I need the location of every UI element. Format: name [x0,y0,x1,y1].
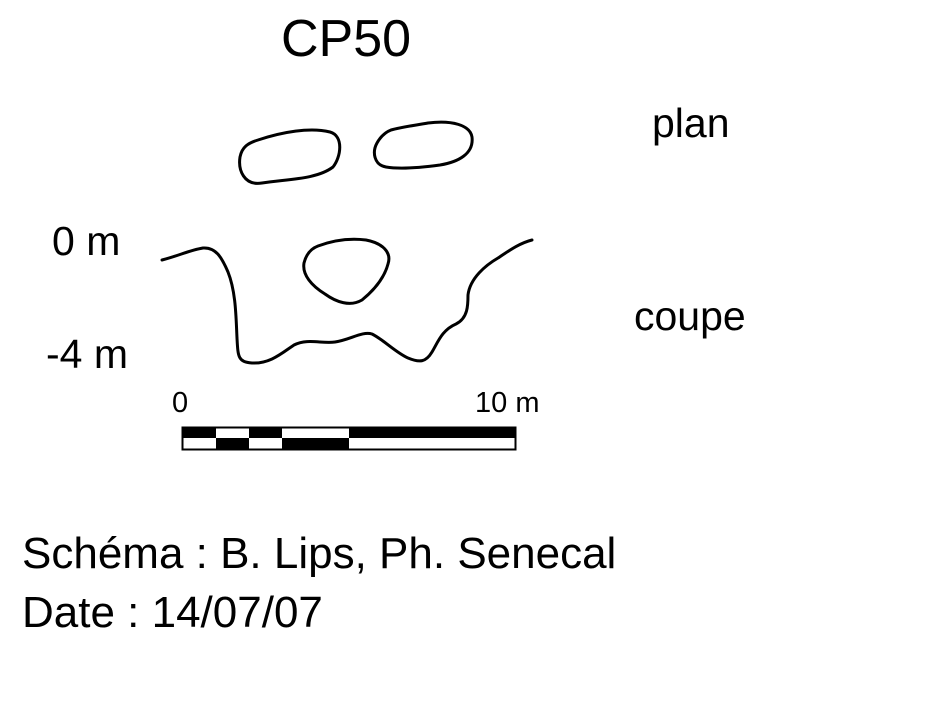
coupe-profile-line [160,238,534,365]
coupe-label: coupe [634,293,746,339]
plan-outline-left [238,128,342,185]
scale-start-label: 0 [172,387,189,419]
credits-text: Schéma : B. Lips, Ph. Senecal [22,529,617,578]
date-text: Date : 14/07/07 [22,588,323,637]
scale-bar-segment [216,438,249,449]
scale-bar [181,426,517,451]
scale-end-label: 10 m [475,387,540,419]
cave-title: CP50 [281,10,412,68]
depth-top-label: 0 m [52,218,121,264]
scale-bar-segment [182,427,216,438]
plan-outline-right [372,120,474,170]
scale-bar-segment [249,427,282,438]
scale-bar-segment [282,438,349,449]
scale-bar-segment [349,427,515,438]
coupe-pillar-outline [302,237,391,305]
plan-label: plan [652,100,730,146]
depth-bottom-label: -4 m [46,331,128,377]
